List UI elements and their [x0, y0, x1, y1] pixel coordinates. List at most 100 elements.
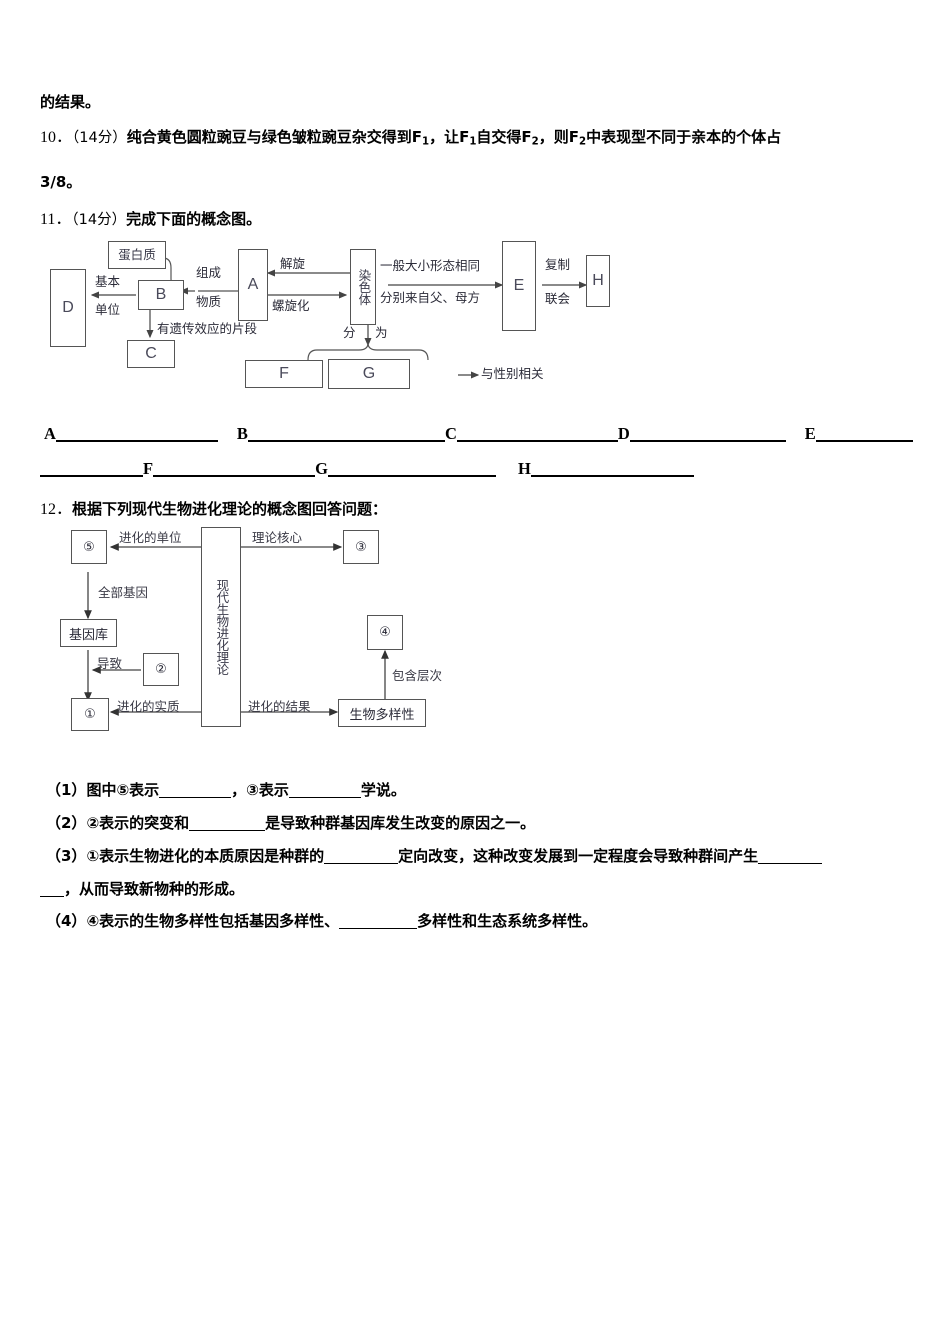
q10-sub-2: 1: [469, 136, 477, 148]
q12-sub-3-line1: （3）①表示生物进化的本质原因是种群的定向改变，这种改变发展到一定程度会导致种群…: [46, 846, 823, 866]
q12-sub-3-blank-1[interactable]: [324, 848, 399, 864]
diagram1-label-replicate: 复制: [545, 257, 571, 272]
q11-answer-blanks-row-1: A B C D E: [44, 424, 913, 444]
q12-sub-3-text-c: ，从而导致新物种的形成。: [64, 880, 245, 898]
q12-sub-4-label: （4）: [46, 912, 87, 930]
concept-diagram-evolution: 现代生物进化理论 ⑤ ③ 基因库 ② ① ④ 生物多样性 进化的单位 理论核心 …: [55, 522, 475, 737]
diagram1-box-E-label: E: [513, 277, 525, 294]
diagram1-label-divided-2: 为: [375, 325, 388, 340]
blank-field-G[interactable]: [327, 459, 496, 477]
diagram1-box-D: D: [50, 269, 86, 347]
q10-number: 10．: [40, 129, 73, 146]
q10-text-d: ，则F: [538, 128, 579, 146]
diagram1-box-H: H: [586, 255, 610, 307]
diagram2-box-1: ①: [71, 698, 109, 731]
diagram1-box-C: C: [127, 340, 175, 368]
diagram1-box-F: F: [245, 360, 323, 388]
blank-label-A: A: [44, 424, 56, 443]
q10-score: （14分）: [72, 130, 127, 146]
q12-sub-4-blank-1[interactable]: [339, 913, 418, 929]
diagram1-box-protein-label: 蛋白质: [118, 247, 156, 263]
blank-field-H[interactable]: [530, 459, 694, 477]
diagram2-box-4-label: ④: [379, 625, 391, 640]
diagram2-label-leads-to: 导致: [97, 656, 123, 671]
diagram1-box-chromosome-label: 染色体: [356, 269, 372, 305]
q12-number: 12．: [40, 501, 73, 518]
diagram1-label-sex-related: 与性别相关: [481, 366, 544, 381]
q12-sub-1-blank-1[interactable]: [159, 782, 232, 798]
diagram1-box-G: G: [328, 359, 410, 389]
diagram1-box-A: A: [238, 249, 268, 321]
q10-answer: 3/8。: [40, 173, 82, 191]
question-10-line2: 3/8。: [40, 172, 81, 192]
q10-sub-4: 2: [579, 136, 587, 148]
diagram1-box-chromosome: 染色体: [350, 249, 376, 325]
q11-score: （14分）: [71, 212, 127, 228]
q10-text-a: 纯合黄色圆粒豌豆与绿色皱粒豌豆杂交得到F: [126, 128, 422, 146]
q12-sub-1-blank-2[interactable]: [288, 782, 361, 798]
blank-label-D: D: [617, 424, 630, 443]
diagram2-box-5-label: ⑤: [83, 539, 95, 555]
q10-text-b: ，让F: [429, 128, 470, 146]
q12-sub-1-text-c: 学说。: [360, 781, 406, 799]
q11-number: 11．: [40, 211, 72, 228]
blank-label-E: E: [804, 424, 816, 443]
q12-sub-3-label: （3）: [46, 847, 87, 865]
diagram2-box-3: ③: [343, 530, 379, 564]
diagram1-box-B-label: B: [155, 286, 167, 303]
q12-sub-3-blank-2-cont[interactable]: [40, 881, 64, 897]
blank-label-B: B: [236, 424, 248, 443]
q12-sub-3-text-a: ①表示生物进化的本质原因是种群的: [86, 847, 325, 865]
q12-sub-1-label: （1）: [46, 781, 87, 799]
blank-field-F[interactable]: [153, 459, 316, 477]
blank-field-B[interactable]: [247, 424, 445, 442]
blank-field-E-cont[interactable]: [40, 459, 143, 477]
q12-sub-3-blank-2[interactable]: [758, 848, 823, 864]
blank-label-C: C: [444, 424, 457, 443]
blank-label-G: G: [315, 459, 328, 478]
q10-sub-3: 2: [531, 136, 539, 148]
diagram1-label-divided-1: 分: [343, 325, 356, 340]
diagram2-box-2-label: ②: [155, 662, 167, 677]
diagram2-label-evolution-essence: 进化的实质: [117, 699, 180, 714]
diagram1-box-C-label: C: [145, 345, 157, 362]
diagram2-label-all-genes: 全部基因: [98, 585, 149, 600]
diagram1-label-same-size-shape: 一般大小形态相同: [380, 258, 481, 273]
diagram1-label-compose-1: 组成: [196, 265, 222, 280]
question-11-heading: 11．（14分）完成下面的概念图。: [40, 209, 261, 230]
carryover-line: 的结果。: [40, 92, 100, 112]
diagram1-box-D-label: D: [62, 299, 74, 316]
q12-sub-4-text-a: ④表示的生物多样性包括基因多样性、: [86, 912, 340, 930]
blank-field-C[interactable]: [456, 424, 618, 442]
diagram2-box-center-theory-label: 现代生物进化理论: [214, 579, 230, 675]
q12-sub-2: （2）②表示的突变和是导致种群基因库发生改变的原因之一。: [46, 813, 535, 833]
diagram1-label-from-parents: 分别来自父、母方: [380, 290, 481, 305]
q12-sub-2-label: （2）: [46, 814, 87, 832]
diagram1-box-H-label: H: [592, 272, 604, 289]
blank-field-E[interactable]: [815, 424, 913, 442]
question-10-line1: 10．（14分）纯合黄色圆粒豌豆与绿色皱粒豌豆杂交得到F1，让F1自交得F2，则…: [40, 127, 781, 153]
diagram1-box-G-label: G: [362, 365, 376, 382]
diagram2-label-contains-levels: 包含层次: [392, 668, 443, 683]
diagram1-box-A-label: A: [247, 276, 259, 293]
diagram2-box-biodiversity: 生物多样性: [338, 699, 426, 727]
diagram2-label-evolution-result: 进化的结果: [248, 699, 311, 714]
q10-sub-1: 1: [421, 136, 430, 148]
diagram1-label-genetic-segment: 有遗传效应的片段: [157, 321, 258, 336]
diagram2-box-gene-pool: 基因库: [60, 619, 117, 647]
blank-field-D[interactable]: [629, 424, 786, 442]
q10-text-c: 自交得F: [476, 128, 532, 146]
diagram2-box-gene-pool-label: 基因库: [68, 627, 108, 643]
question-12-heading: 12．根据下列现代生物进化理论的概念图回答问题：: [40, 499, 387, 520]
blank-field-A[interactable]: [55, 424, 218, 442]
diagram1-label-synapsis: 联会: [545, 291, 571, 306]
diagram1-label-unwind: 解旋: [280, 256, 306, 271]
q12-sub-3-line2: ，从而导致新物种的形成。: [40, 879, 244, 899]
diagram2-box-4: ④: [367, 615, 403, 650]
carryover-text: 的结果。: [40, 93, 101, 111]
q12-sub-1-text-b: ，③表示: [231, 781, 289, 799]
diagram2-box-3-label: ③: [355, 539, 367, 555]
q12-sub-2-blank-1[interactable]: [189, 815, 266, 831]
